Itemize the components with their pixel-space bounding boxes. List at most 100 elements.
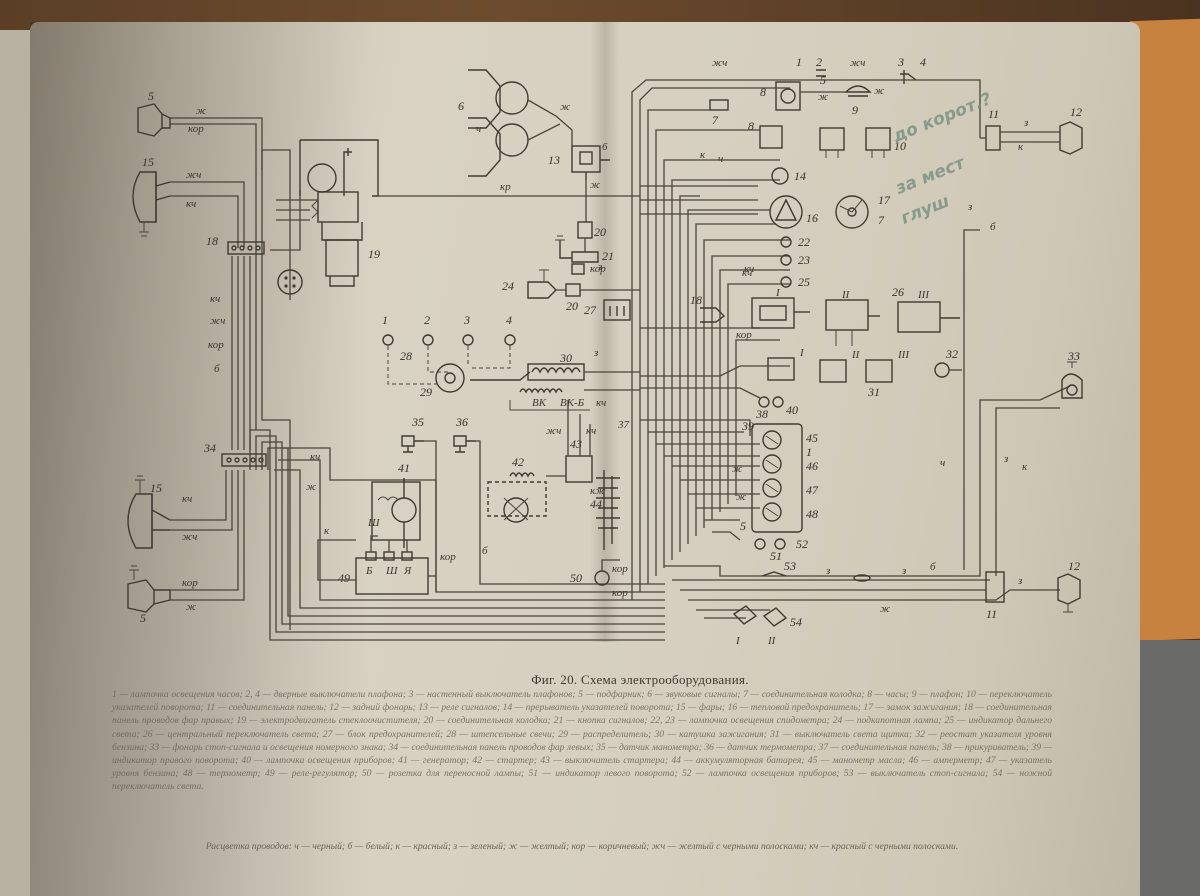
svg-text:жч: жч (546, 425, 561, 437)
label-45: 45 (806, 431, 818, 445)
svg-text:з: з (967, 201, 972, 213)
label-27: 27 (584, 303, 597, 317)
label-12-bottom: 12 (1068, 559, 1080, 573)
svg-text:I: I (735, 635, 741, 647)
figure-legend: 1 — лампочка освещения часов; 2, 4 — две… (112, 689, 1052, 793)
connector-panel-11-bottom: 11 (985, 571, 1005, 621)
svg-text:II: II (767, 635, 777, 647)
ignition-lock-17: 17 7 (835, 193, 891, 229)
svg-text:I: I (799, 347, 805, 359)
connector-panel-11: 11 (940, 79, 1060, 151)
svg-text:2: 2 (816, 55, 822, 69)
label-43: 43 (570, 437, 582, 451)
dome-lamp-9: 9 5 ж ж (800, 69, 917, 117)
label-38: 38 (755, 407, 768, 421)
figure-caption: Фиг. 20. Схема электрооборудования. (531, 672, 749, 687)
label-10: 10 (894, 139, 906, 153)
svg-text:жч: жч (186, 169, 201, 181)
svg-text:б: б (482, 545, 488, 557)
connector-panel-18: 18 (206, 234, 265, 255)
label-19: 19 (368, 247, 380, 261)
svg-text:кор: кор (188, 123, 204, 135)
sidelight-5-top: 5 ж кор (137, 89, 207, 137)
svg-text:з: з (901, 565, 906, 577)
light-switch-26: 18 26 II III I кор (690, 285, 960, 346)
svg-text:жч: жч (712, 57, 727, 69)
svg-text:II: II (851, 349, 861, 361)
svg-text:кч: кч (742, 267, 752, 279)
svg-text:Ш: Ш (385, 565, 398, 577)
label-49: 49 (338, 571, 350, 585)
underhood-lamp-24: 24 20 кор (502, 263, 640, 313)
svg-text:1: 1 (796, 55, 802, 69)
label-31: 31 (867, 385, 880, 399)
svg-text:1: 1 (382, 313, 388, 327)
svg-text:з: з (597, 261, 602, 273)
svg-text:ч: ч (718, 153, 723, 165)
headlight-15-bottom: 15 кч жч (127, 475, 197, 549)
svg-text:III: III (917, 289, 930, 301)
rear-lamp-12-bottom: 12 з ж (880, 559, 1081, 615)
svg-text:кж: кж (590, 485, 606, 497)
label-41: 41 (398, 461, 410, 475)
svg-text:кч: кч (586, 425, 596, 437)
svg-text:жч: жч (210, 315, 225, 327)
svg-text:к: к (1022, 461, 1028, 473)
svg-text:кор: кор (612, 563, 628, 575)
svg-text:б: б (990, 221, 996, 233)
svg-text:7: 7 (878, 213, 885, 227)
svg-text:кор: кор (440, 551, 456, 563)
instrument-cluster: 45 1 46 47 48 ж ж (732, 423, 819, 533)
svg-text:з: з (825, 565, 830, 577)
svg-text:3: 3 (897, 55, 904, 69)
svg-text:к: к (1018, 141, 1024, 153)
svg-text:1: 1 (806, 445, 812, 459)
label-5-bottom: 5 (140, 611, 146, 625)
voltage-regulator-49: Б Ш Я 49 к кор б (317, 525, 488, 595)
label-48: 48 (806, 507, 818, 521)
turn-switch-group: 8 10 (748, 119, 906, 158)
label-40: 40 (786, 403, 798, 417)
svg-text:кч: кч (596, 397, 606, 409)
label-54: 54 (790, 615, 802, 629)
svg-text:к: к (324, 525, 330, 537)
label-9: 9 (852, 103, 858, 117)
label-33: 33 (1067, 349, 1080, 363)
svg-text:з: з (1003, 453, 1008, 465)
connector-20: 20 (577, 221, 606, 252)
svg-text:5: 5 (740, 519, 746, 533)
svg-text:Ш: Ш (367, 517, 380, 529)
label-29: 29 (420, 385, 432, 399)
svg-text:2: 2 (424, 313, 430, 327)
label-7-top: 7 (712, 113, 719, 127)
connector-7: 7 (709, 99, 729, 127)
label-18: 18 (206, 234, 218, 248)
sensors-35-36: 35 36 (401, 415, 665, 592)
svg-text:з: з (1017, 575, 1022, 587)
wire-color-key: Расцветка проводов: ч — черный; б — белы… (205, 841, 959, 852)
label-34: 34 (203, 441, 216, 455)
label-5-top: 5 (148, 89, 154, 103)
starter-42: 42 (487, 455, 566, 523)
svg-text:кор: кор (612, 587, 628, 599)
svg-text:б: б (214, 363, 220, 375)
svg-text:ж: ж (306, 481, 317, 493)
svg-text:ж: ж (196, 105, 207, 117)
label-12-top: 12 (1070, 105, 1082, 119)
svg-text:кор: кор (182, 577, 198, 589)
svg-text:ч: ч (940, 457, 945, 469)
switch-31: 31 I II III (767, 347, 910, 399)
label-20b: 20 (566, 299, 578, 313)
right-main-harness (631, 79, 1071, 619)
label-24: 24 (502, 279, 514, 293)
svg-text:Б: Б (365, 565, 373, 577)
label-8-top: 8 (760, 85, 766, 99)
label-13: 13 (548, 153, 560, 167)
label-18b: 18 (690, 293, 702, 307)
svg-text:кч: кч (186, 198, 196, 210)
stop-lamp-33: 33 з к ч (940, 349, 1083, 473)
starter-switch-43: 43 жч кч 37 (546, 400, 630, 483)
svg-text:жч: жч (182, 531, 197, 543)
label-53: 53 (784, 559, 796, 573)
generator-41: 41 Ш (367, 461, 421, 548)
